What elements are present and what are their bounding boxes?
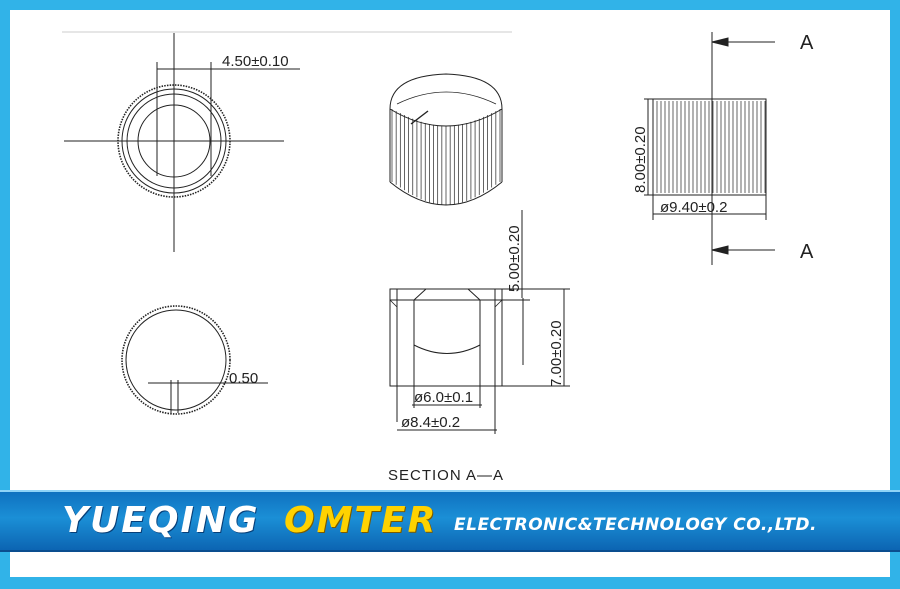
dim-inner-diameter: ø6.0±0.1 xyxy=(414,389,473,406)
side-view xyxy=(644,32,775,265)
dim-side-diameter: ø9.40±0.2 xyxy=(660,199,727,216)
dim-slot-width: 0.50 xyxy=(229,370,258,387)
company-tagline: ELECTRONIC&TECHNOLOGY CO.,LTD. xyxy=(454,515,817,535)
company-banner xyxy=(0,490,900,552)
bottom-view xyxy=(121,305,268,415)
section-marker-bottom: A xyxy=(800,241,814,263)
section-label: SECTION A—A xyxy=(388,467,504,484)
brand-name-part2: OMTER xyxy=(284,500,438,541)
knob-3d-view xyxy=(389,73,503,206)
section-marker-top: A xyxy=(800,32,814,54)
brand-name-part1: YUEQING xyxy=(62,500,260,541)
dim-section-height: 7.00±0.20 xyxy=(548,320,565,387)
top-view xyxy=(62,31,512,252)
dim-outer-diameter: ø8.4±0.2 xyxy=(401,414,460,431)
section-a-a-view xyxy=(389,210,570,434)
dim-side-height: 8.00±0.20 xyxy=(632,126,649,193)
dim-section-depth: 5.00±0.20 xyxy=(506,225,523,292)
dim-top-offset: 4.50±0.10 xyxy=(222,53,289,70)
